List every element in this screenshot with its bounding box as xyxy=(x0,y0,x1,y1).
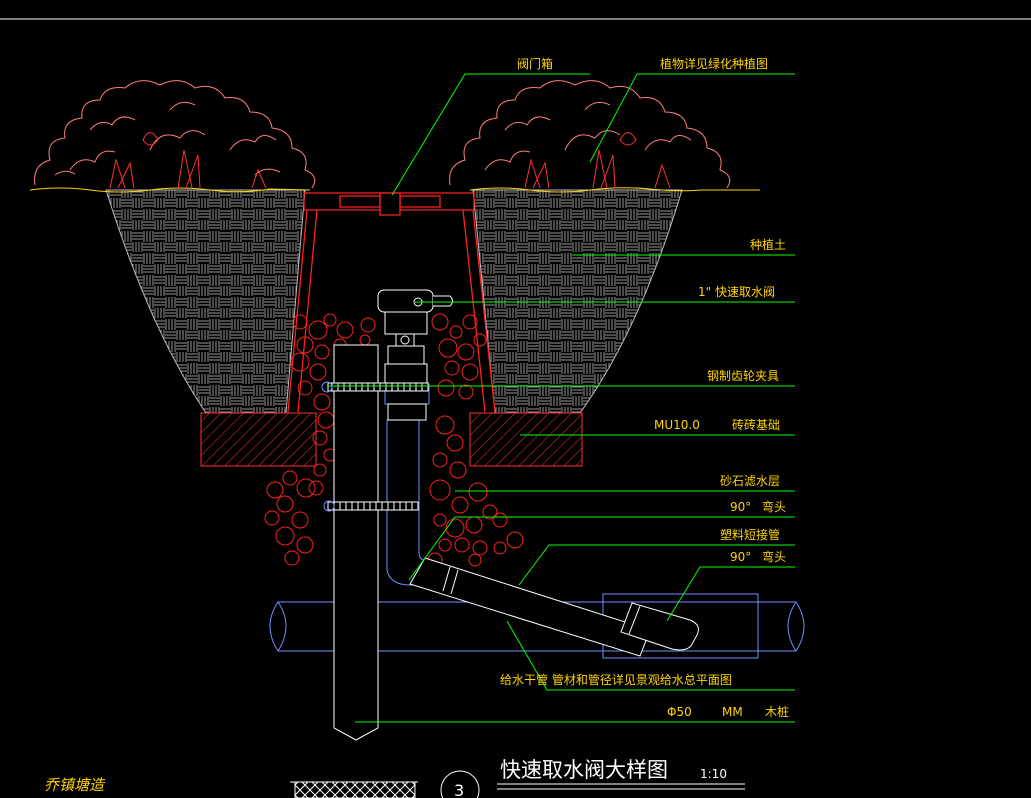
label-stake: 木桩 xyxy=(765,704,789,719)
gravel-stone xyxy=(437,379,455,397)
gravel-filter-layer xyxy=(264,313,524,568)
gravel-stone xyxy=(317,411,335,429)
label-stake-dia: Φ50 xyxy=(667,705,692,719)
gravel-stone xyxy=(312,430,328,446)
drawing-title: 快速取水阀大样图 xyxy=(500,758,668,782)
gravel-stone xyxy=(482,504,498,520)
label-brick-base-code: MU10.0 xyxy=(654,418,700,432)
label-elbow-b: 弯头 xyxy=(762,549,786,564)
callout-labels: 阀门箱 植物详见绿化种植图 种植土 1" 快速取水阀 钢制齿轮夹具 MU10.0… xyxy=(500,56,789,719)
gravel-stone xyxy=(468,482,488,502)
gravel-stone xyxy=(313,463,327,477)
wood-stake xyxy=(333,344,379,741)
gravel-stone xyxy=(449,461,467,479)
gravel-stone xyxy=(291,511,309,529)
gravel-stone xyxy=(336,321,354,339)
gravel-stone xyxy=(314,344,330,360)
gravel-stone xyxy=(308,480,324,496)
label-elbow-a: 弯头 xyxy=(762,499,786,514)
gravel-stone xyxy=(493,541,507,555)
gravel-stone xyxy=(451,496,469,514)
detail-number-circle xyxy=(440,770,480,798)
gravel-stone xyxy=(438,538,452,552)
gravel-stone xyxy=(313,393,331,411)
plastic-short-pipe xyxy=(409,557,699,657)
label-plants: 植物详见绿化种植图 xyxy=(660,56,768,71)
gravel-stone xyxy=(445,518,465,538)
gravel-stone xyxy=(264,510,280,526)
gravel-stone xyxy=(438,338,458,358)
gravel-stone xyxy=(266,481,284,499)
gravel-stone xyxy=(473,333,487,347)
label-steel-clamp: 钢制齿轮夹具 xyxy=(707,369,779,383)
gravel-stone xyxy=(433,513,447,527)
gravel-stone xyxy=(292,314,308,330)
gravel-stone xyxy=(359,334,371,346)
label-gravel-layer: 砂石滤水层 xyxy=(720,474,780,488)
gravel-stone xyxy=(449,325,463,339)
label-planting-soil: 种植土 xyxy=(750,237,786,252)
gravel-stone xyxy=(492,512,508,528)
gravel-stone xyxy=(308,320,328,340)
gravel-stone xyxy=(296,336,314,354)
gravel-stone xyxy=(360,317,376,333)
gravel-stone xyxy=(465,516,483,534)
gravel-stone xyxy=(506,531,524,549)
gravel-stone xyxy=(297,380,313,396)
gravel-stone xyxy=(429,479,451,501)
leader-lines xyxy=(327,73,795,723)
gravel-stone xyxy=(309,363,327,381)
gravel-stone xyxy=(323,313,337,327)
gravel-stone xyxy=(462,314,478,330)
drawing-scale: 1:10 xyxy=(700,767,727,781)
label-elbow-a-value: 90° xyxy=(730,500,751,514)
bottom-left-note: 乔镇塘造 xyxy=(44,776,106,794)
gravel-stone xyxy=(457,343,475,361)
gravel-stone xyxy=(432,452,448,468)
gravel-stone xyxy=(275,526,295,546)
gravel-stone xyxy=(444,360,460,376)
brick-base xyxy=(200,412,583,467)
gravel-stone xyxy=(284,550,300,566)
label-elbow-b-value: 90° xyxy=(730,550,751,564)
riser-pipe xyxy=(386,419,426,586)
gravel-stone xyxy=(276,495,294,513)
title-block: 3 快速取水阀大样图 1:10 乔镇塘造 xyxy=(44,758,745,798)
gravel-stone xyxy=(454,537,470,553)
quick-valve xyxy=(377,289,453,421)
ground-line xyxy=(29,187,760,193)
label-main-pipe: 给水干管 管材和管径详见景观给水总平面图 xyxy=(500,672,732,687)
gravel-stone xyxy=(282,470,298,486)
gravel-stone xyxy=(446,434,464,452)
label-brick-base: 砖砖基础 xyxy=(732,417,780,432)
shrub-left xyxy=(34,80,316,189)
gravel-stone xyxy=(458,384,474,400)
gravel-stone xyxy=(296,536,314,554)
gravel-stone xyxy=(461,363,479,381)
label-plastic-pipe: 塑料短接管 xyxy=(720,527,780,542)
gravel-stone xyxy=(296,478,316,498)
gravel-stone xyxy=(431,313,449,331)
gravel-stone xyxy=(435,415,455,435)
gravel-stone xyxy=(472,540,488,556)
label-valve-box: 阀门箱 xyxy=(517,56,553,71)
steel-clamps xyxy=(321,381,429,512)
detail-number: 3 xyxy=(454,781,464,798)
label-quick-valve: 1" 快速取水阀 xyxy=(698,285,775,299)
shrub-right xyxy=(449,80,731,189)
gravel-stone xyxy=(468,553,482,567)
label-stake-unit: MM xyxy=(722,705,743,719)
gravel-stone xyxy=(290,352,310,372)
